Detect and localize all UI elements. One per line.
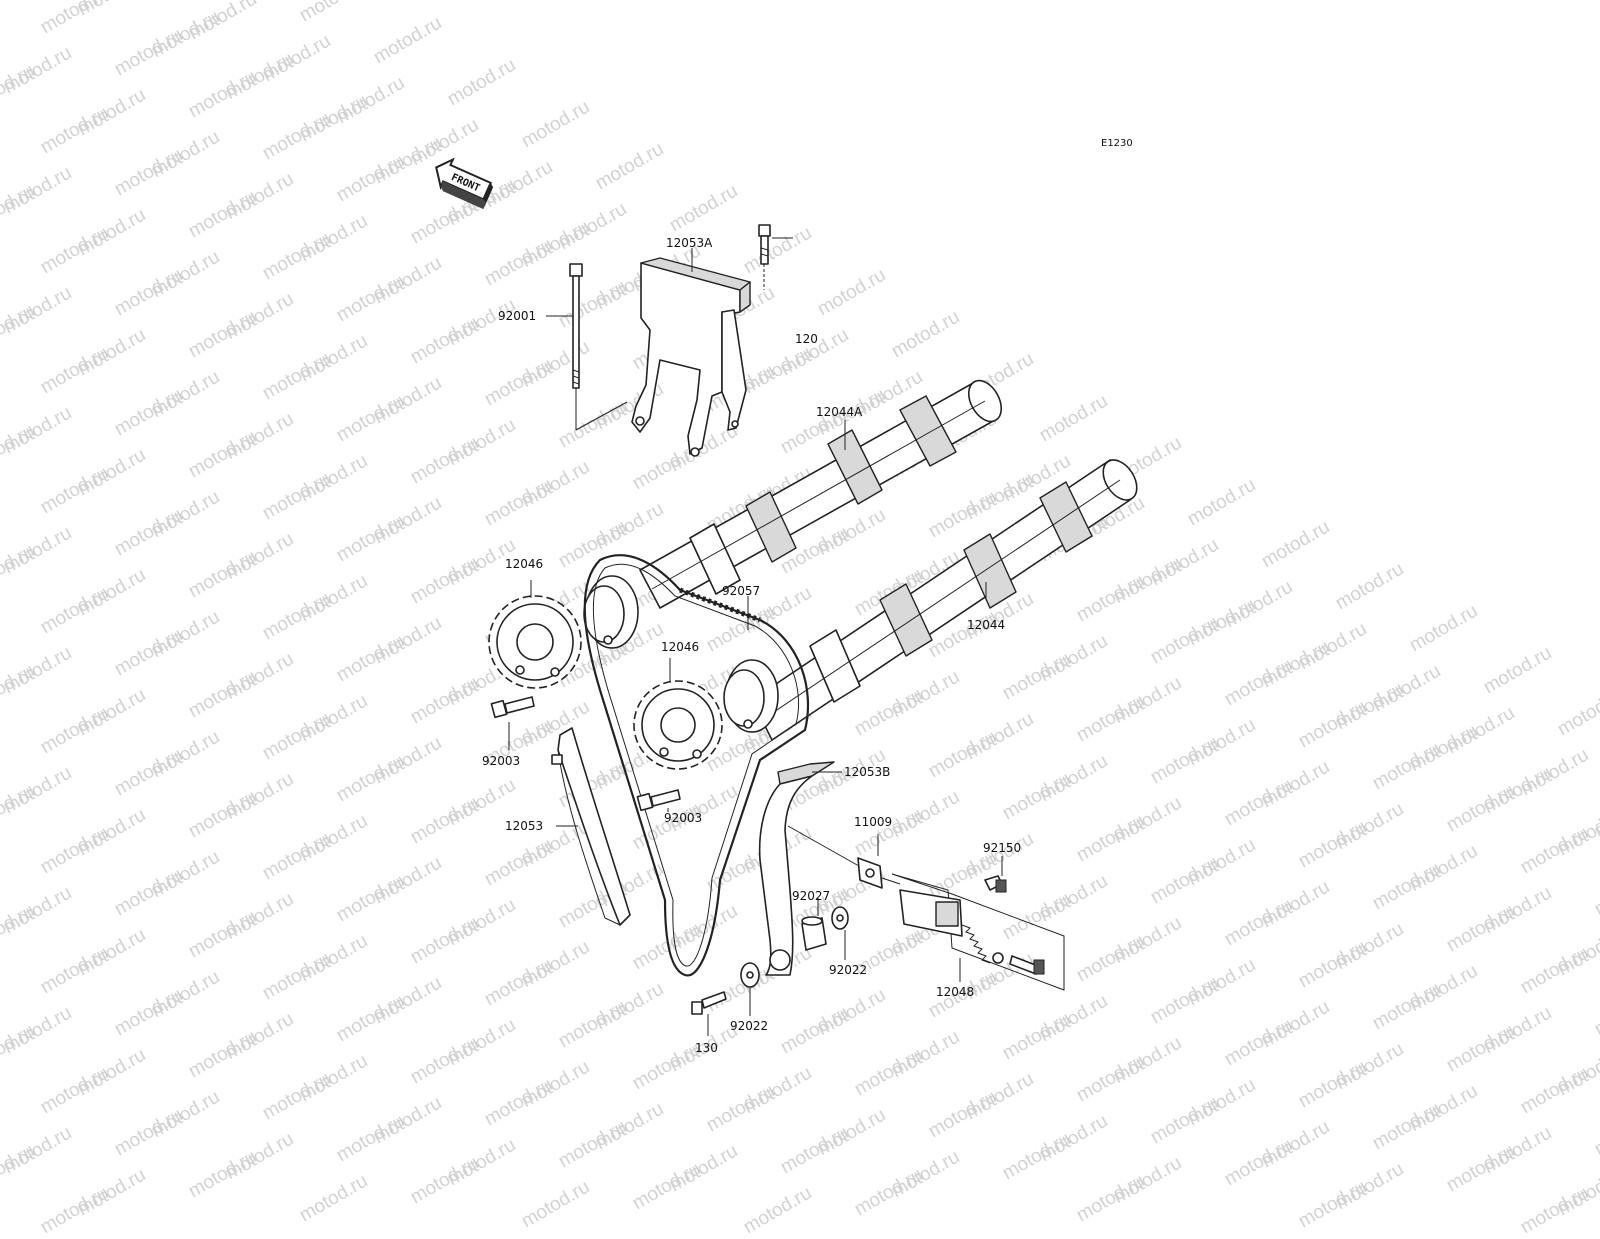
chain-guide-12053B [758,761,867,976]
collar-92027 [801,916,827,951]
label-130: 130 [695,1041,718,1055]
camshaft-12044 [751,459,1138,741]
bolt-92001 [569,263,628,431]
washer-92022-upper [831,906,849,930]
label-12046-right: 12046 [661,640,699,654]
bolt-92003-right [636,789,681,812]
cam-end-lower [723,659,779,733]
cam-chain-92057 [583,554,810,977]
diagram-canvas: E1230 FRONT [435,138,1138,1055]
label-12053B: 12053B [844,765,890,779]
bolt-120 [758,224,771,290]
label-12053: 12053 [505,819,543,833]
label-12044A: 12044A [816,405,863,419]
label-12046-left: 12046 [505,557,543,571]
sprocket-12046-left [488,595,582,689]
label-120: 120 [795,332,818,346]
label-12044: 12044 [967,618,1005,632]
bolt-92150 [984,875,1007,893]
part-labels: 92001 12053A 120 12044A 12046 92057 1204… [482,236,1021,1055]
leader-lines [508,237,1003,1036]
washer-92022-lower [740,962,760,988]
bolt-130 [691,991,727,1015]
label-12053A: 12053A [666,236,713,250]
label-92003-right: 92003 [664,811,702,825]
label-92057: 92057 [722,584,760,598]
label-92003-left: 92003 [482,754,520,768]
label-11009: 11009 [854,815,892,829]
label-92001: 92001 [498,309,536,323]
gasket-11009 [857,857,901,889]
label-92022-lower: 92022 [730,1019,768,1033]
camshaft-12044A [639,379,1003,609]
tensioner-12048 [891,873,1065,991]
label-92027: 92027 [792,889,830,903]
cam-end-upper [583,575,639,649]
diagram-code: E1230 [1101,138,1133,149]
sprocket-12046-right [633,680,723,770]
bolt-92003-left [490,696,535,719]
front-arrow-icon: FRONT [435,157,494,210]
label-92022-upper: 92022 [829,963,867,977]
chain-guide-12053 [551,727,631,926]
label-92150: 92150 [983,841,1021,855]
label-12048: 12048 [936,985,974,999]
bracket-12053A [631,257,751,457]
